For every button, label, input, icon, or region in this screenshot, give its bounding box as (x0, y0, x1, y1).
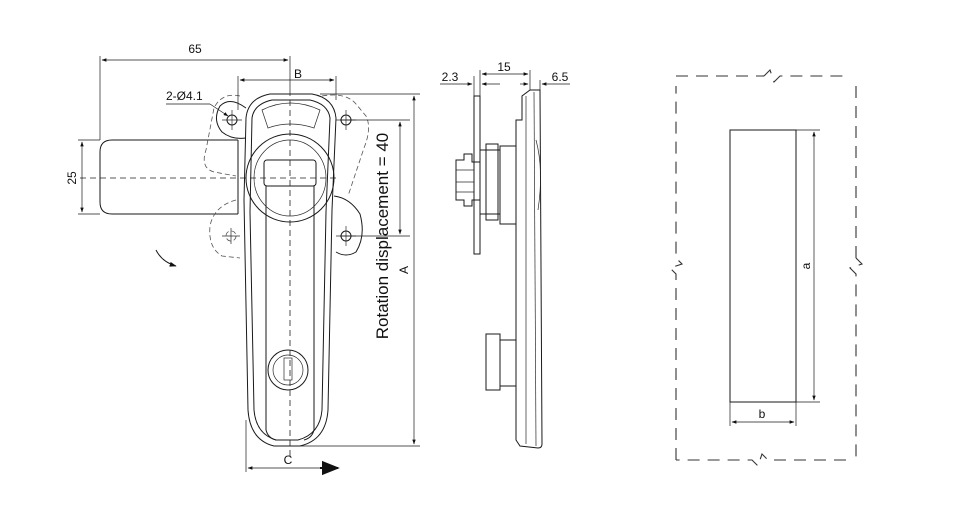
rotated-handle-outline (99, 94, 241, 259)
dim-b-small-label: b (759, 407, 766, 421)
dim-6-5-label: 6.5 (552, 70, 569, 84)
dim-a-label: A (397, 266, 411, 274)
dimension-25: 25 (65, 139, 100, 215)
dim-a-small-label: a (799, 262, 813, 269)
dimension-b: B (237, 67, 337, 110)
dim-65-label: 65 (188, 42, 202, 56)
side-view: 2.3 15 6.5 (440, 60, 570, 449)
dim-25-label: 25 (65, 171, 79, 185)
dimension-65: 65 (99, 42, 291, 140)
dimension-rotation: Rotation displacement = 40 (340, 119, 410, 340)
dim-c-label: C (284, 453, 293, 467)
dim-hole-label: 2-Ø4.1 (166, 89, 203, 103)
dim-2-3-label: 2.3 (442, 70, 459, 84)
dimension-hole: 2-Ø4.1 (166, 89, 229, 117)
dimension-a: A (300, 93, 420, 447)
dim-15-label: 15 (497, 60, 511, 74)
rotation-arrow-icon (155, 249, 177, 267)
cutout-rect (729, 129, 797, 403)
cutout-view: a b (668, 68, 864, 468)
rotated-plate-ghost (321, 94, 369, 256)
dim-rotation-label: Rotation displacement = 40 (373, 133, 392, 340)
dimension-c: C (245, 420, 340, 476)
front-view: 65 B 2-Ø4.1 25 Rotation displacemen (65, 42, 420, 476)
handle-body (80, 93, 356, 460)
dim-b-label: B (294, 67, 302, 81)
